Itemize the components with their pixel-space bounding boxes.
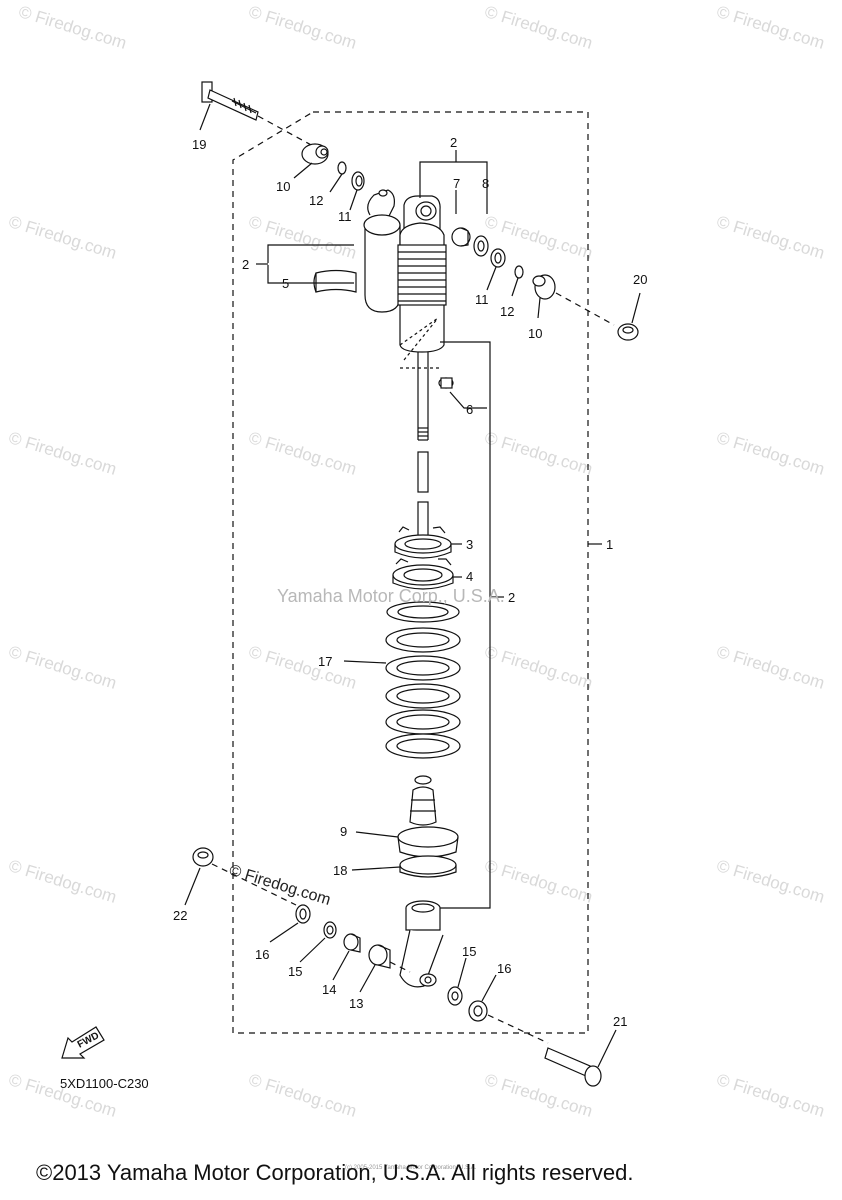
callout-4: 4	[466, 569, 474, 584]
callout-19: 19	[192, 137, 207, 152]
oring-12-right	[514, 265, 524, 279]
callout-16: 16	[255, 947, 270, 962]
ring-nut-4	[392, 558, 454, 590]
bearing-13	[368, 944, 391, 969]
callout-21: 21	[613, 1014, 628, 1029]
shock-body	[397, 195, 447, 361]
callout-12: 12	[309, 193, 324, 208]
nut-22	[192, 847, 214, 867]
callout-10: 10	[528, 326, 543, 341]
callout-14: 14	[322, 982, 337, 997]
seal-16-left	[295, 904, 311, 924]
callout-13: 13	[349, 996, 364, 1011]
washer-11-right	[490, 248, 506, 268]
center-watermark: Yamaha Motor Corp., U.S.A.	[277, 586, 505, 606]
diagram-code: 5XD1100-C230	[60, 1076, 149, 1091]
reservoir-tank	[363, 189, 401, 313]
seal-16-right	[468, 1000, 488, 1022]
collar-10-right	[532, 274, 556, 300]
bolt-21-part	[544, 1047, 602, 1087]
callout-12: 12	[500, 304, 515, 319]
bump-stop	[409, 775, 437, 826]
nut-20	[617, 323, 639, 341]
rod-segment	[417, 451, 429, 543]
callout-16: 16	[497, 961, 512, 976]
cap-band-5	[315, 269, 357, 293]
callout-5: 5	[282, 276, 290, 291]
callout-2: 2	[242, 257, 250, 272]
fwd-arrow-icon	[61, 1026, 105, 1059]
callout-2: 2	[450, 135, 458, 150]
callout-15: 15	[462, 944, 477, 959]
copyright-notice: ©2013 Yamaha Motor Corporation, U.S.A. A…	[36, 1160, 634, 1185]
callout-10: 10	[276, 179, 291, 194]
tiny-credit: (c) 2005-2015 Yamaha Motor Corporation, …	[345, 1165, 477, 1171]
callout-2: 2	[508, 590, 516, 605]
ring-nut-3	[394, 526, 452, 559]
seal-8	[473, 235, 489, 257]
callout-6: 6	[466, 402, 474, 417]
washer-11-left	[351, 171, 365, 191]
bushing-7	[451, 227, 471, 247]
collar-10-left	[301, 143, 329, 165]
callout-17: 17	[318, 654, 333, 669]
bolt-19-part	[201, 81, 259, 121]
bolt-6-part	[438, 377, 454, 389]
spring-guide-18	[399, 855, 457, 878]
callout-8: 8	[482, 176, 490, 191]
bushing-14	[343, 933, 361, 953]
callout-7: 7	[453, 176, 461, 191]
callout-15: 15	[288, 964, 303, 979]
callout-11: 11	[475, 292, 489, 307]
callout-22: 22	[173, 908, 188, 923]
callout-3: 3	[466, 537, 474, 552]
callout-1: 1	[606, 537, 614, 552]
callout-11: 11	[338, 209, 352, 224]
callout-20: 20	[633, 272, 648, 287]
spring-17	[385, 601, 461, 759]
oring-12-left	[337, 161, 347, 175]
washer-15-left	[323, 921, 337, 939]
shock-shaft	[417, 352, 429, 441]
callout-9: 9	[340, 824, 348, 839]
callout-18: 18	[333, 863, 348, 878]
spring-seat-9	[397, 826, 459, 858]
washer-15-right	[447, 986, 463, 1006]
lower-clevis	[399, 900, 444, 988]
